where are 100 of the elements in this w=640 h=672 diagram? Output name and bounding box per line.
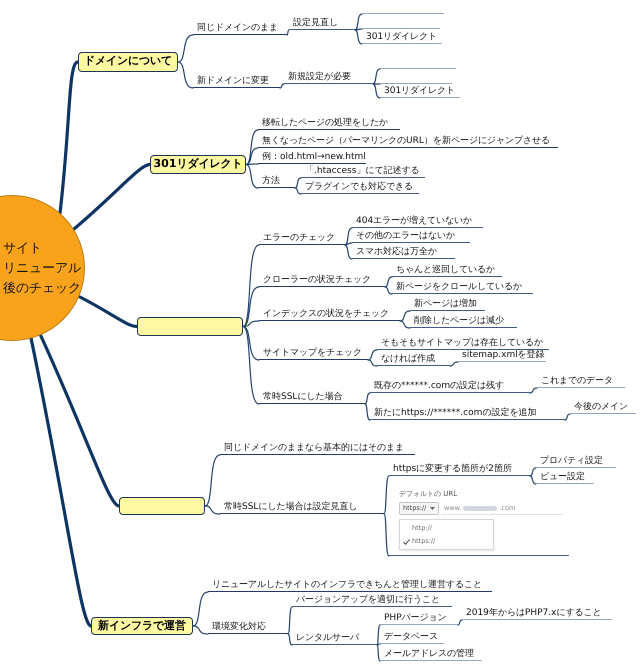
branch-line: [245, 164, 259, 189]
branch-label: 新ドメインに変更: [193, 76, 280, 88]
branch-label: プラグインでも対応できる: [301, 182, 419, 194]
branch-line: [383, 475, 390, 515]
branch-line: [383, 513, 390, 557]
branch-label: 同じドメインのままなら基本的にはそのまま: [220, 443, 415, 455]
branch-label: これまでのデータ: [537, 376, 625, 388]
topic-box: [137, 317, 243, 336]
branch-label: エラーのチェック: [259, 233, 345, 245]
branch-label: スマホ対応は万全か: [352, 247, 455, 259]
branch-line: [78, 295, 139, 328]
branch-line: [192, 591, 209, 627]
branch-label: 移転したページの処理をしたか: [258, 118, 400, 130]
branch-line: [364, 403, 371, 421]
branch-line: [354, 28, 363, 31]
branch-line: [372, 83, 381, 99]
branch-label: 新ページをクロールしているか: [392, 282, 533, 294]
branch-label: プロパティ設定: [536, 456, 616, 468]
branch-label: 例：old.html→new.html: [258, 152, 366, 164]
branch-line: [204, 505, 221, 515]
branch-line: [372, 83, 381, 85]
branch-line: [344, 242, 353, 246]
branch-label: 設定見直し: [289, 18, 355, 30]
branch-label: 同じドメインのまま: [193, 23, 287, 35]
branch-line: [344, 227, 353, 246]
branch-line: [279, 83, 285, 89]
branch-line: [245, 163, 259, 166]
branch-line: [177, 34, 194, 63]
branch-line: [529, 467, 537, 477]
branch-line: [449, 361, 459, 367]
branch-line: [242, 320, 260, 328]
branch-label: データベース: [380, 632, 444, 644]
branch-line: [364, 392, 371, 405]
branch-label: クローラーの状況チェック: [259, 275, 385, 287]
branch-label: PHPバージョン: [380, 613, 458, 625]
branch-label: 既存の******.comの設定は残す: [370, 381, 530, 393]
branch-label: 環境変化対応: [208, 622, 288, 634]
branch-line: [58, 60, 80, 215]
branch-label: 2019年からはPHP7.xにすること: [462, 608, 612, 620]
branch-line: [294, 177, 302, 189]
branch-line: [376, 624, 381, 646]
branch-line: [564, 413, 571, 421]
branch-line: [242, 286, 260, 328]
branch-label: 新規設定が必要: [284, 72, 373, 84]
branch-line: [177, 61, 194, 89]
branch-line: [242, 326, 260, 405]
branch-line: [29, 336, 93, 628]
branch-line: [242, 244, 260, 328]
branch-label: その他のエラーはないか: [352, 231, 470, 243]
branch-line: [287, 606, 293, 635]
branch-line: [344, 244, 353, 260]
branch-line: [399, 320, 411, 329]
branch-line: [72, 162, 152, 231]
branch-underline: [362, 28, 440, 29]
branch-line: [529, 475, 537, 485]
branch-label: httpsに変更する箇所が2箇所: [389, 464, 530, 476]
branch-line: [354, 29, 363, 45]
topic-box: [119, 497, 205, 515]
branch-label: 301リダイレクト: [362, 32, 442, 44]
branch-label: 新たにhttps://******.comの設定を追加: [370, 408, 565, 420]
branch-label: sitemap.xmlを登録: [458, 350, 546, 362]
branch-line: [367, 359, 378, 367]
branch-label: リニューアルしたサイトのインフラできちんと管理し運営すること: [208, 580, 492, 592]
branch-line: [192, 625, 209, 635]
branch-line: [294, 187, 302, 195]
branch-underline: [380, 83, 452, 84]
branch-label: インデックスの状況をチェック: [259, 309, 400, 321]
branch-line: [287, 633, 293, 646]
branch-label: ビュー設定: [536, 472, 594, 484]
branch-label: 常時SSLにした場合: [259, 392, 365, 404]
branch-line: [457, 619, 463, 626]
branch-label: メールアドレスの管理: [380, 649, 482, 661]
branch-label: 新ページは増加: [410, 299, 485, 311]
branch-line: [245, 129, 259, 166]
branch-label: 常時SSLにした場合は設定見直し: [220, 502, 384, 514]
branch-label: バージョンアップを適切に行うこと: [292, 595, 452, 607]
branch-label: ちゃんと巡回しているか: [392, 265, 502, 277]
branch-label: そもそもサイトマップは存在しているか: [377, 338, 549, 350]
branch-line: [38, 332, 121, 508]
branch-label: 301リダイレクト: [380, 86, 460, 98]
branch-label: 今後のメイン: [570, 402, 636, 414]
branch-line: [384, 286, 393, 295]
branch-line: [399, 310, 411, 322]
branch-label: 「.htaccess」にて記述する: [301, 166, 425, 178]
branch-line: [245, 147, 259, 166]
branch-label: 削除したページは減少: [410, 316, 517, 328]
branch-line: [367, 349, 378, 361]
branch-line: [372, 68, 381, 85]
branch-label: レンタルサーバ: [292, 633, 377, 645]
topic-box: ドメインについて: [78, 52, 178, 72]
branch-line: [354, 13, 363, 31]
branch-line: [529, 387, 538, 394]
branch-underline: [362, 13, 444, 14]
topic-box: 301リダイレクト: [150, 155, 246, 174]
branch-line: [376, 643, 381, 646]
topic-box: 新インフラで運営: [91, 617, 193, 635]
branch-line: [242, 326, 260, 361]
branch-line: [384, 276, 393, 288]
branch-line: [204, 454, 221, 507]
branch-label: サイトマップをチェック: [259, 348, 368, 360]
